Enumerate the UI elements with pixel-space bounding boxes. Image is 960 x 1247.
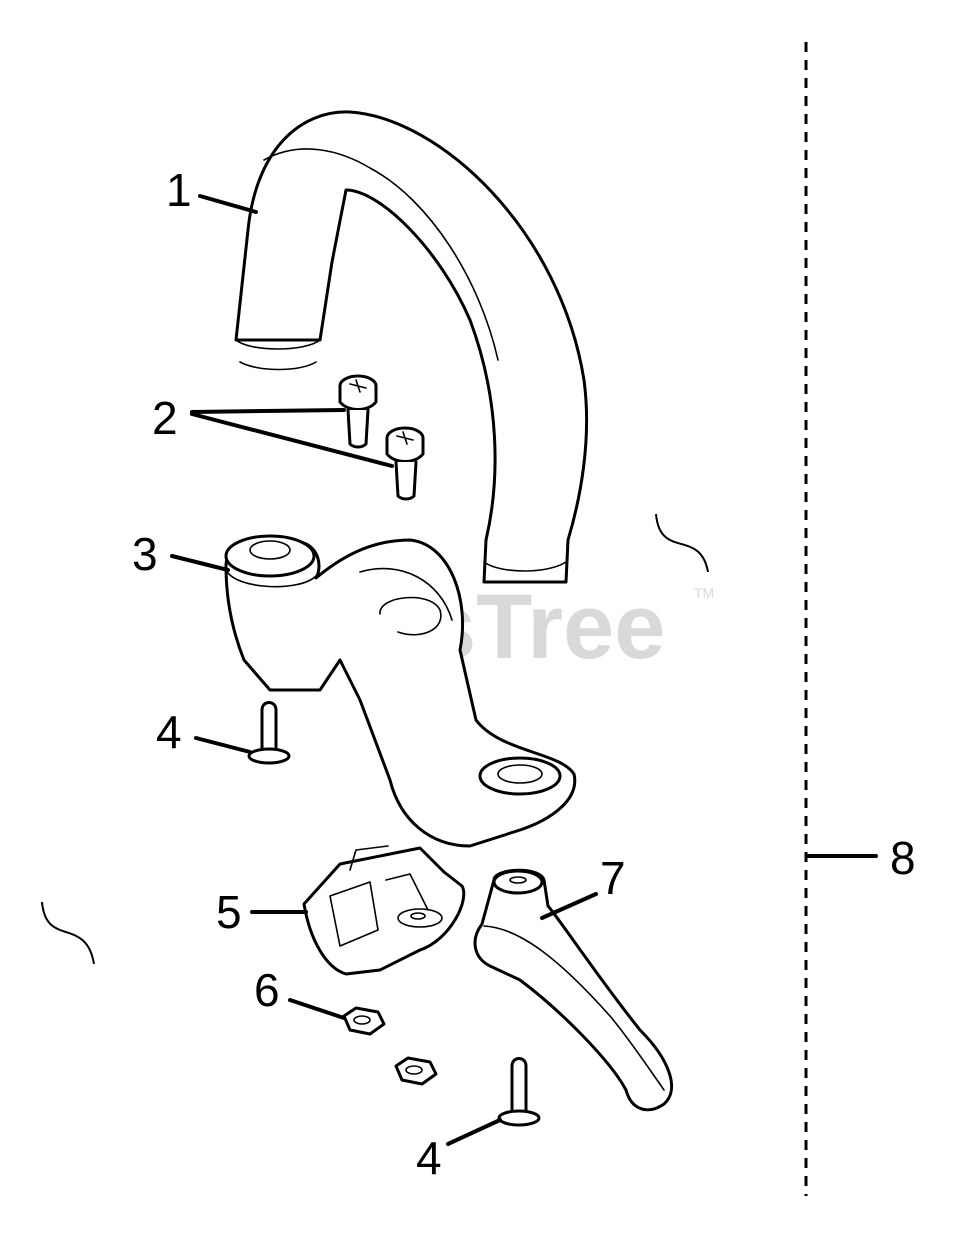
leader-4-lower — [446, 1118, 502, 1146]
part-6-nut-upper — [342, 1006, 386, 1036]
callout-1: 1 — [166, 164, 192, 216]
callout-5: 5 — [216, 886, 242, 938]
part-6-nut-lower — [394, 1056, 438, 1086]
leader-2a — [190, 408, 346, 414]
leader-7 — [540, 892, 598, 920]
part-2-screw-lower — [385, 426, 425, 501]
callout-4-lower: 4 — [416, 1132, 442, 1184]
break-mark-right — [655, 513, 709, 573]
callout-4-upper: 4 — [156, 706, 182, 758]
leader-1 — [198, 194, 258, 214]
callout-7: 7 — [600, 852, 626, 904]
part-3-handle-bracket — [224, 534, 577, 848]
watermark-trademark: TM — [694, 585, 714, 601]
callout-2: 2 — [152, 392, 178, 444]
part-7-trigger-lever — [473, 868, 674, 1112]
callout-8: 8 — [890, 832, 916, 884]
leader-2b — [190, 412, 394, 468]
part-4-pin-lower — [497, 1057, 541, 1127]
leader-3 — [170, 554, 230, 572]
part-1-loop-handle — [234, 110, 589, 584]
part-5-clamp — [302, 845, 466, 976]
callout-6: 6 — [254, 964, 280, 1016]
leader-6 — [288, 998, 346, 1020]
break-mark-left — [41, 901, 95, 965]
leader-4-upper — [194, 736, 252, 754]
part-4-pin-upper — [247, 701, 291, 765]
callout-3: 3 — [132, 528, 158, 580]
part-2-screw-upper — [338, 374, 378, 449]
